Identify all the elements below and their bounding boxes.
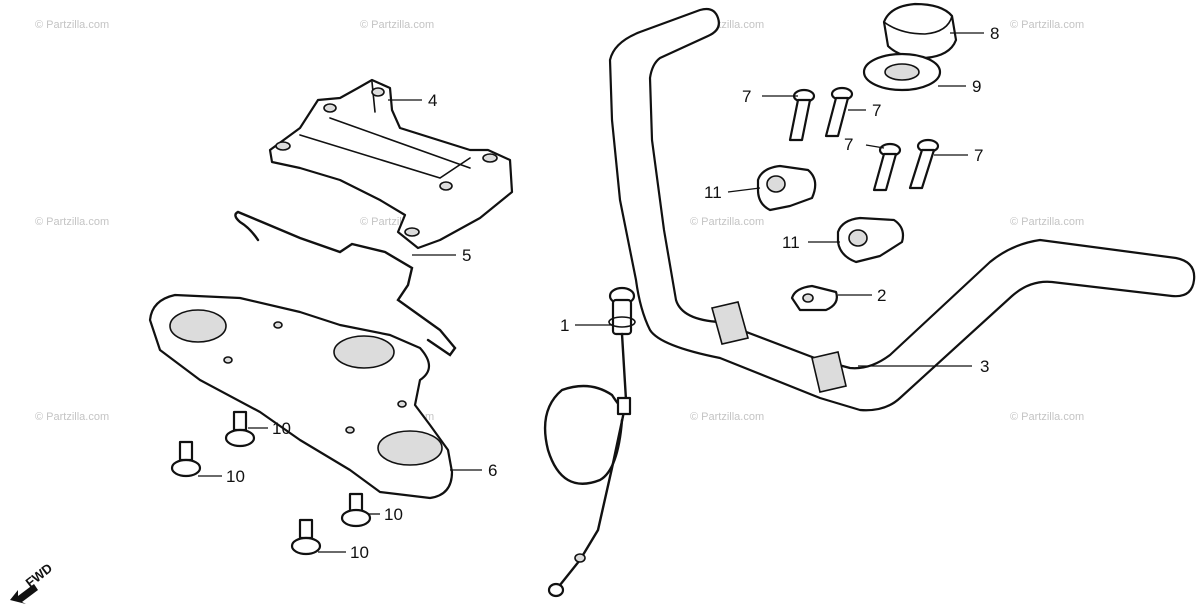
watermark: © Partzilla.com [1010,19,1084,31]
watermark: © Partzilla.com [35,19,109,31]
callout-7: 7 [974,146,983,165]
callout-5: 5 [462,246,471,265]
screw-icon [224,410,256,448]
callout-labels: 1 2 3 4 5 6 7 7 7 7 8 9 10 10 10 10 11 1… [226,24,999,562]
callout-8: 8 [990,24,999,43]
screw-icon [170,440,202,478]
callout-7: 7 [844,135,853,154]
callout-10: 10 [272,419,291,438]
bolt-icon [824,86,854,138]
washer-part[interactable] [862,52,942,92]
fwd-indicator: FWD [10,560,55,604]
callout-4: 4 [428,91,437,110]
nut-part[interactable] [882,2,958,60]
watermark: © Partzilla.com [35,411,109,423]
callout-7: 7 [872,101,881,120]
screw-icon [340,492,372,528]
bolt-icon [788,88,816,142]
watermark: © Partzilla.com [360,19,434,31]
watermark: © Partzilla.com [1010,216,1084,228]
bolt-icon [872,142,902,192]
bolt-icon [908,138,940,190]
holder-lower-part[interactable] [836,216,905,264]
callout-6: 6 [488,461,497,480]
cable-part[interactable] [543,286,636,598]
watermark: © Partzilla.com [35,216,109,228]
callout-11: 11 [704,183,722,202]
bolts[interactable] [788,86,940,192]
callout-1: 1 [560,316,569,335]
watermark: © Partzilla.com [690,216,764,228]
watermark: © Partzilla.com [1010,411,1084,423]
callout-11: 11 [782,233,800,252]
arrow-icon [10,584,38,604]
holder-upper-part[interactable] [756,164,817,212]
clamp-part[interactable] [790,284,838,312]
callout-10: 10 [226,467,245,486]
callout-9: 9 [972,77,981,96]
leader-lines [198,32,984,553]
watermark: © Partzilla.com [690,411,764,423]
callout-10: 10 [350,543,369,562]
bracket-part[interactable] [268,78,514,250]
screw-icon [290,518,322,556]
callout-3: 3 [980,357,989,376]
handlebar-part[interactable] [608,7,1196,412]
callout-7: 7 [742,87,751,106]
callout-2: 2 [877,286,886,305]
cover-plate-part[interactable] [148,293,454,500]
fwd-label: FWD [23,560,56,590]
screws[interactable] [170,410,372,556]
wire-clip-part[interactable] [234,210,457,357]
callout-10: 10 [384,505,403,524]
